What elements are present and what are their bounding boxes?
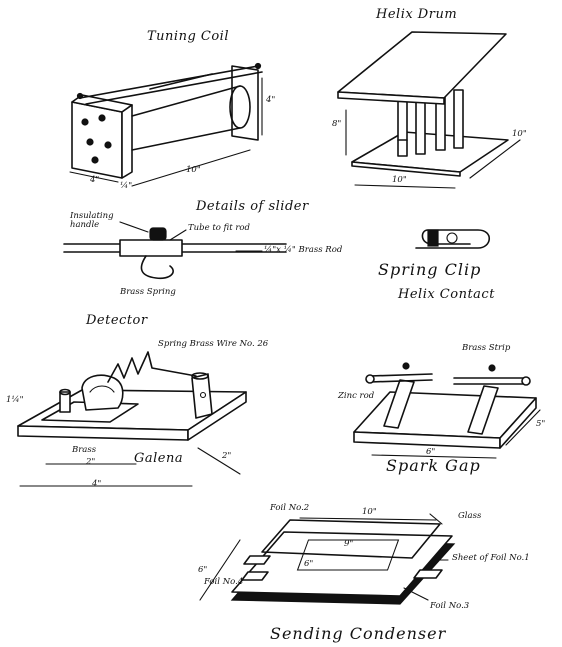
tuning-coil-height-dim: 4" [266,95,276,105]
tuning-coil-small-dim: ¼" [120,181,133,191]
spark-gap-drawing [353,362,541,459]
detector-wire-label: Spring Brass Wire No. 26 [158,339,269,349]
detector-drawing [17,351,247,487]
spark-gap-depth-dim: 5" [536,419,546,429]
slider-handle-label: Insulating handle [70,211,114,230]
slider-detail-drawing [63,221,287,280]
tuning-coil-length-dim: 10" [186,165,201,175]
helix-drum-width-dim: 10" [392,175,407,185]
spring-clip-drawing [415,229,491,249]
tuning-coil-drawing [69,62,263,187]
spark-gap-brass-strip-label: Brass Strip [462,343,511,353]
condenser-foil4-label: Foil No.4 [204,577,244,587]
slider-rod-label: ¼"x ¼" Brass Rod [264,245,343,255]
condenser-top-dim: 10" [362,507,377,517]
helix-drum-depth-dim: 10" [512,129,527,139]
condenser-drawing [199,513,456,605]
spark-gap-title: Spark Gap [386,456,481,475]
spark-gap-width-dim: 6" [426,447,436,457]
detector-length-dim: 4" [92,479,102,489]
detector-title: Detector [86,313,148,328]
condenser-inner-dim: 9" [344,539,354,549]
condenser-foil1-label: Sheet of Foil No.1 [452,553,530,563]
condenser-glass-label: Glass [458,511,482,521]
spark-gap-zinc-rod-label: Zinc rod [338,391,375,401]
condenser-foil3-label: Foil No.3 [430,601,470,611]
detector-brass-label: Brass [72,445,97,455]
slider-tube-label: Tube to fit rod [188,223,250,233]
slider-title: Details of slider [196,199,309,214]
condenser-inner-side-dim: 6" [304,559,314,569]
condenser-title: Sending Condenser [270,624,447,643]
tuning-coil-title: Tuning Coil [147,29,229,44]
spring-clip-subtitle: Helix Contact [398,287,495,302]
helix-drum-height-dim: 8" [332,119,342,129]
detector-brass-dim: 2" [86,457,96,467]
detector-side-dim: 1¼" [6,395,24,405]
spring-clip-title: Spring Clip [378,260,482,279]
helix-drum-title: Helix Drum [376,7,458,22]
detector-galena-label: Galena [134,451,184,466]
slider-spring-label: Brass Spring [120,287,176,297]
condenser-foil2-label: Foil No.2 [270,503,310,513]
detector-depth-dim: 2" [222,451,232,461]
tuning-coil-width-dim: 4" [90,175,100,185]
helix-drum-drawing [337,31,521,189]
condenser-side-dim: 6" [198,565,208,575]
